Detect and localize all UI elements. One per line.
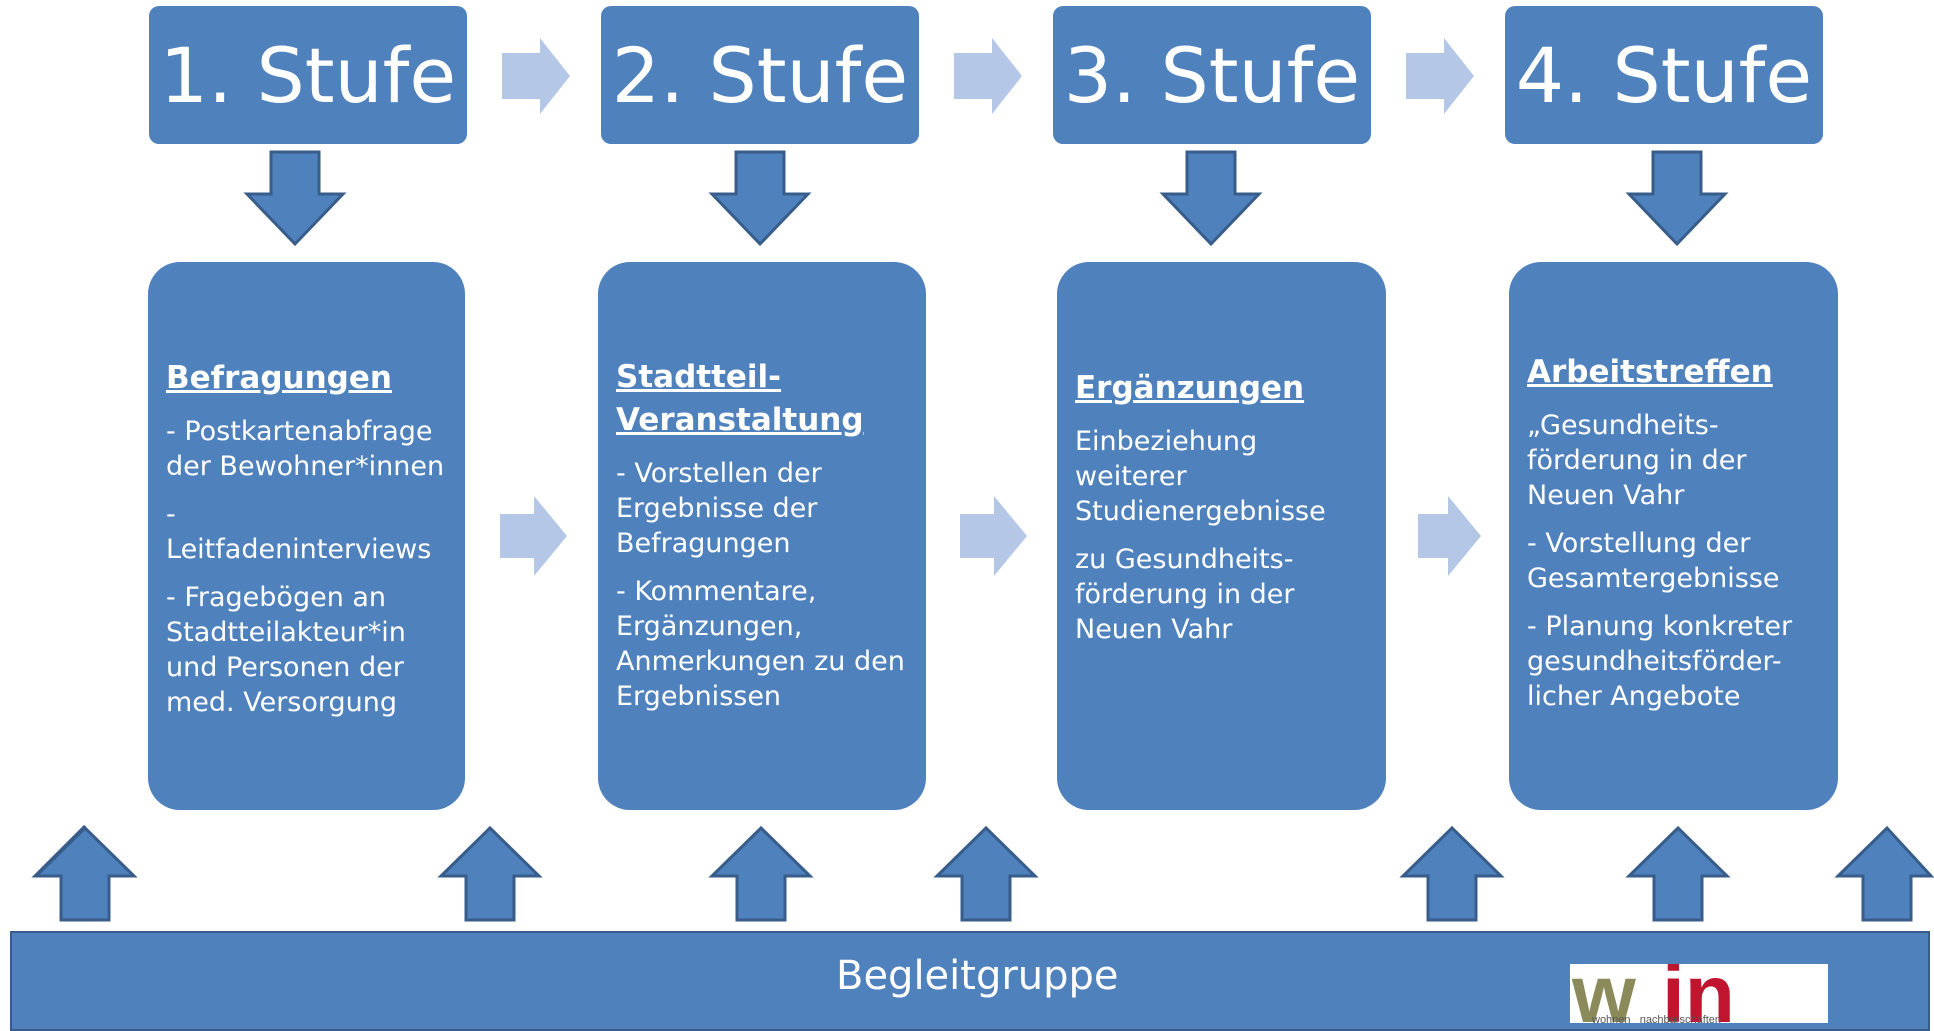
down-arrow-icon (1625, 150, 1729, 247)
logo-w: w (1572, 964, 1636, 1023)
down-arrow-icon (243, 150, 347, 247)
stage-label: 4. Stufe (1515, 30, 1813, 120)
card-paragraph: - Vorstellung der Gesamtergebnisse (1527, 528, 1780, 594)
stage-label: 1. Stufe (159, 30, 457, 120)
up-arrow-icon (1834, 825, 1934, 922)
stage-box-3: 3. Stufe (1053, 6, 1371, 144)
stage-box-2: 2. Stufe (601, 6, 919, 144)
right-arrow-icon (954, 38, 1022, 114)
card-heading: Arbeitstreffen (1527, 354, 1773, 390)
card-ergaenzungen: Ergänzungen Einbeziehung weiterer Studie… (1057, 262, 1386, 810)
card-paragraph: „Gesundheits-förderung in der Neuen Vahr (1527, 410, 1747, 511)
card-arbeitstreffen: Arbeitstreffen „Gesundheits-förderung in… (1509, 262, 1838, 810)
right-arrow-icon (1406, 38, 1474, 114)
card-paragraph: - Fragebögen an Stadtteilakteur*in und P… (166, 582, 406, 718)
card-heading: Befragungen (166, 360, 392, 396)
stage-label: 3. Stufe (1063, 30, 1361, 120)
up-arrow-icon (933, 825, 1039, 922)
begleitgruppe-label: Begleitgruppe (836, 953, 1119, 999)
right-arrow-icon (1418, 496, 1481, 576)
down-arrow-icon (1159, 150, 1263, 247)
logo-small-text: wohnen nachbarschaften (1592, 1014, 1722, 1023)
stage-label: 2. Stufe (611, 30, 909, 120)
up-arrows (31, 824, 1934, 922)
logo-in: in (1662, 964, 1735, 1023)
down-arrows (243, 150, 1729, 247)
up-arrow-icon (437, 825, 543, 922)
down-arrow-icon (708, 150, 812, 247)
card-paragraph: - Leitfadeninterviews (166, 499, 432, 565)
card-stadtteil-veranstaltung: Stadtteil-Veranstaltung - Vorstellen der… (598, 262, 926, 810)
card-paragraph: zu Gesundheits-förderung in der Neuen Va… (1075, 544, 1295, 645)
stage-flow-arrows (502, 38, 1474, 114)
card-paragraph: - Postkartenabfrage der Bewohner*innen (166, 416, 445, 482)
card-befragungen: Befragungen - Postkartenabfrage der Bewo… (148, 262, 465, 810)
card-flow-arrows (500, 496, 1481, 576)
card-heading: Ergänzungen (1075, 370, 1305, 406)
up-arrow-icon (1399, 825, 1505, 922)
right-arrow-icon (502, 38, 570, 114)
card-paragraph: Einbeziehung weiterer Studienergebnisse (1075, 426, 1326, 527)
card-paragraph: - Vorstellen der Ergebnisse der Befragun… (616, 458, 822, 559)
right-arrow-icon (960, 496, 1027, 576)
up-arrow-icon (32, 825, 138, 922)
right-arrow-icon (500, 496, 567, 576)
card-heading: Stadtteil-Veranstaltung (616, 359, 864, 438)
card-paragraph: - Kommentare, Ergänzungen, Anmerkungen z… (616, 576, 905, 712)
stage-box-4: 4. Stufe (1505, 6, 1823, 144)
win-logo: w in wohnen nachbarschaften (1570, 964, 1828, 1023)
up-arrow-icon (1625, 825, 1731, 922)
up-arrow-icon (708, 825, 814, 922)
stage-box-1: 1. Stufe (149, 6, 467, 144)
card-paragraph: - Planung konkreter gesundheitsförder-li… (1527, 611, 1793, 712)
